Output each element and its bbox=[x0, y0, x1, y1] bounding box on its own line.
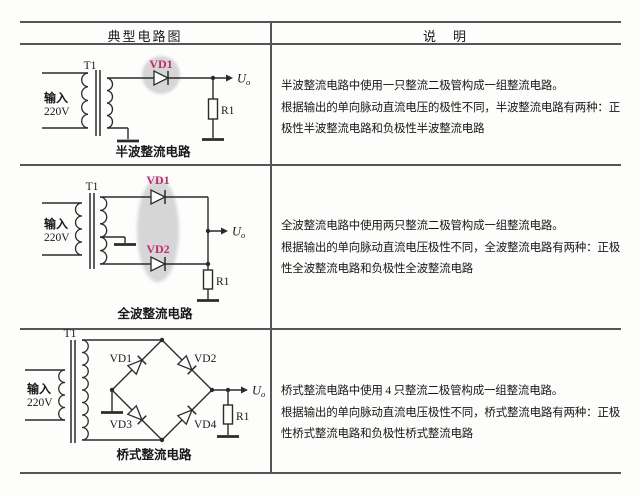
input-label: 输入 bbox=[44, 90, 68, 105]
junction-dot bbox=[209, 387, 215, 393]
diode-symbol-vd3 bbox=[126, 404, 147, 425]
junction-dot bbox=[159, 437, 165, 443]
diodes-highlight-ellipse bbox=[137, 178, 179, 282]
column-header-explanation: 说 明 bbox=[422, 29, 468, 44]
circuit-caption: 半波整流电路 bbox=[115, 144, 191, 159]
column-header-circuit: 典型电路图 bbox=[107, 29, 183, 44]
junction-dot bbox=[205, 228, 211, 234]
table-border-bottom bbox=[20, 472, 621, 474]
output-voltage-label: Uo bbox=[232, 225, 245, 241]
diode-symbol-vd1 bbox=[153, 69, 170, 87]
diode-label-vd2: VD2 bbox=[146, 242, 169, 256]
input-voltage-label: 220V bbox=[44, 106, 70, 118]
description-line: 根据输出的单向脉动直流电压的极性不同，半波整流电路有两种：正 bbox=[281, 101, 620, 114]
resistor-symbol-r1 bbox=[202, 269, 214, 290]
half-wave-rectifier-diagram: 输入 220V T1 VD1 R1 Uo 半波整流电路 bbox=[42, 56, 250, 159]
secondary-winding bbox=[106, 77, 114, 129]
description-line: 半波整流电路中使用一只整流二极管构成一组整流电路。 bbox=[281, 80, 564, 92]
table-header-separator bbox=[20, 43, 621, 45]
diode-label-vd1: VD1 bbox=[146, 173, 169, 187]
resistor-label: R1 bbox=[221, 105, 235, 117]
junction-dot bbox=[205, 261, 211, 267]
full-wave-rectifier-diagram: 输入 220V T1 VD1 VD2 R1 Uo 全波整流电路 bbox=[42, 173, 245, 321]
description-line: 根据输出的单向脉动直流电压极性不同，桥式整流电路有两种：正极 bbox=[281, 406, 620, 419]
transformer-core bbox=[95, 70, 101, 136]
transformer-label: T1 bbox=[64, 328, 77, 340]
junction-dot bbox=[210, 75, 216, 81]
resistor-label: R1 bbox=[216, 276, 230, 288]
diode-symbol-vd1 bbox=[150, 188, 167, 206]
diode-label-vd1: VD1 bbox=[110, 353, 133, 365]
description-line: 全波整流电路中使用两只整流二极管构成一组整流电路。 bbox=[281, 220, 564, 232]
output-voltage-label: Uo bbox=[252, 384, 265, 400]
primary-winding bbox=[74, 202, 83, 256]
diode-symbol-vd2 bbox=[176, 354, 197, 375]
transformer-label: T1 bbox=[86, 181, 99, 193]
circuit-caption: 桥式整流电路 bbox=[116, 447, 192, 462]
input-label: 输入 bbox=[27, 381, 51, 396]
input-voltage-label: 220V bbox=[27, 397, 53, 409]
description-line: 极性半波整流电路和负极性半波整流电路 bbox=[281, 123, 485, 135]
transformer-core bbox=[70, 340, 76, 443]
description-line: 桥式整流电路中使用 4 只整流二极管构成一组整流电路。 bbox=[281, 385, 564, 397]
input-voltage-label: 220V bbox=[44, 232, 70, 244]
table-border-top bbox=[20, 21, 621, 23]
transformer-core bbox=[89, 193, 95, 269]
circuit-wires bbox=[42, 72, 226, 139]
resistor-symbol-r1 bbox=[222, 404, 234, 425]
table-column-divider bbox=[270, 21, 272, 474]
primary-winding bbox=[81, 72, 89, 129]
description-row-1: 半波整流电路中使用一只整流二极管构成一组整流电路。 根据输出的单向脉动直流电压的… bbox=[281, 76, 620, 141]
junction-dot bbox=[225, 387, 231, 393]
primary-winding bbox=[58, 369, 66, 421]
output-arrow-icon bbox=[226, 74, 233, 82]
diode-symbol-vd2 bbox=[150, 255, 167, 273]
description-line: 性全波整流电路和负极性全波整流电路 bbox=[281, 263, 474, 275]
secondary-winding bbox=[99, 196, 108, 265]
diode-label-vd1: VD1 bbox=[149, 57, 172, 71]
resistor-label: R1 bbox=[236, 411, 250, 423]
input-label: 输入 bbox=[44, 216, 68, 231]
diode-symbol-vd4 bbox=[176, 405, 197, 426]
circuit-wires bbox=[42, 196, 221, 299]
diode-label-vd2: VD2 bbox=[194, 353, 217, 365]
output-voltage-label: Uo bbox=[237, 72, 250, 88]
junction-dot bbox=[159, 337, 165, 343]
description-row-3: 桥式整流电路中使用 4 只整流二极管构成一组整流电路。 根据输出的单向脉动直流电… bbox=[281, 381, 620, 446]
junction-dot bbox=[109, 387, 115, 393]
circuit-caption: 全波整流电路 bbox=[116, 306, 193, 321]
output-arrow-icon bbox=[221, 227, 228, 235]
table-row-separator-1 bbox=[20, 164, 621, 166]
table-row-separator-2 bbox=[20, 328, 621, 330]
resistor-symbol-r1 bbox=[207, 98, 219, 120]
secondary-winding bbox=[81, 339, 89, 441]
description-line: 性桥式整流电路和负极性桥式整流电路 bbox=[281, 428, 474, 440]
transformer-label: T1 bbox=[84, 60, 97, 72]
diode-label-vd4: VD4 bbox=[194, 419, 217, 431]
diode-symbol-vd1 bbox=[126, 355, 147, 376]
diode-label-vd3: VD3 bbox=[110, 419, 133, 431]
output-arrow-icon bbox=[241, 386, 248, 394]
bridge-rectifier-diagram: 输入 220V T1 VD1 VD2 VD3 VD4 R1 Uo 桥式整流电路 bbox=[25, 328, 265, 462]
description-line: 根据输出的单向脉动直流电压极性不同，全波整流电路有两种：正极 bbox=[281, 241, 620, 254]
description-row-2: 全波整流电路中使用两只整流二极管构成一组整流电路。 根据输出的单向脉动直流电压极… bbox=[281, 216, 620, 281]
